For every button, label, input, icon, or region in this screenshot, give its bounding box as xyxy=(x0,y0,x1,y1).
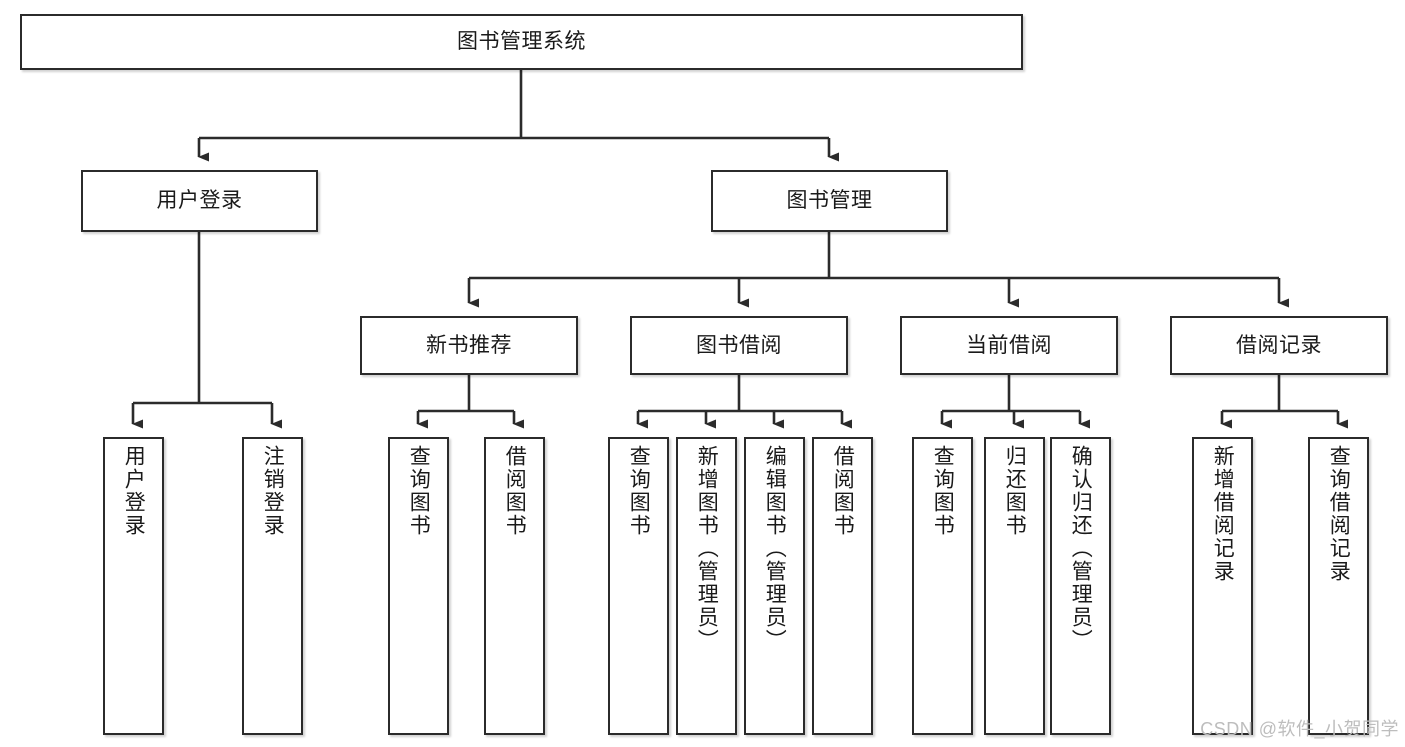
node-level3-1[interactable]: 新书推荐 xyxy=(360,316,578,375)
node-leaf-1[interactable]: 用户登录 xyxy=(103,437,164,735)
node-leaf-4[interactable]: 借阅图书 xyxy=(484,437,545,735)
node-leaf-2[interactable]: 注销登录 xyxy=(242,437,303,735)
node-label: 确认归还（管理员） xyxy=(1069,445,1093,652)
node-leaf-11[interactable]: 确认归还（管理员） xyxy=(1050,437,1111,735)
node-label: 图书管理系统 xyxy=(457,30,586,54)
node-level2-2[interactable]: 图书管理 xyxy=(711,170,948,232)
node-label: 图书管理 xyxy=(786,189,873,213)
node-leaf-9[interactable]: 查询图书 xyxy=(912,437,973,735)
node-label: 查询图书 xyxy=(627,445,651,537)
node-label: 新增借阅记录 xyxy=(1211,445,1235,583)
node-level3-3[interactable]: 当前借阅 xyxy=(900,316,1118,375)
node-label: 借阅图书 xyxy=(503,445,527,537)
watermark-text: CSDN @软件_小贺同学 xyxy=(1200,719,1399,739)
node-level3-4[interactable]: 借阅记录 xyxy=(1170,316,1388,375)
node-leaf-8[interactable]: 借阅图书 xyxy=(812,437,873,735)
node-leaf-7[interactable]: 编辑图书（管理员） xyxy=(744,437,805,735)
node-label: 归还图书 xyxy=(1003,445,1027,537)
node-label: 新书推荐 xyxy=(426,333,512,357)
node-label: 当前借阅 xyxy=(966,333,1052,357)
node-leaf-6[interactable]: 新增图书（管理员） xyxy=(676,437,737,735)
node-leaf-3[interactable]: 查询图书 xyxy=(388,437,449,735)
node-label: 注销登录 xyxy=(261,445,285,537)
node-label: 查询图书 xyxy=(931,445,955,537)
node-label: 用户登录 xyxy=(156,189,243,213)
node-label: 用户登录 xyxy=(122,445,146,537)
node-label: 借阅记录 xyxy=(1236,333,1322,357)
node-label: 查询图书 xyxy=(407,445,431,537)
node-leaf-5[interactable]: 查询图书 xyxy=(608,437,669,735)
node-leaf-10[interactable]: 归还图书 xyxy=(984,437,1045,735)
node-leaf-12[interactable]: 新增借阅记录 xyxy=(1192,437,1253,735)
node-level2-1[interactable]: 用户登录 xyxy=(81,170,318,232)
node-level3-2[interactable]: 图书借阅 xyxy=(630,316,848,375)
node-label: 新增图书（管理员） xyxy=(695,445,719,652)
node-label: 编辑图书（管理员） xyxy=(763,445,787,652)
node-root-system[interactable]: 图书管理系统 xyxy=(20,14,1023,70)
node-label: 图书借阅 xyxy=(696,333,782,357)
node-label: 借阅图书 xyxy=(831,445,855,537)
node-label: 查询借阅记录 xyxy=(1327,445,1351,583)
node-leaf-13[interactable]: 查询借阅记录 xyxy=(1308,437,1369,735)
